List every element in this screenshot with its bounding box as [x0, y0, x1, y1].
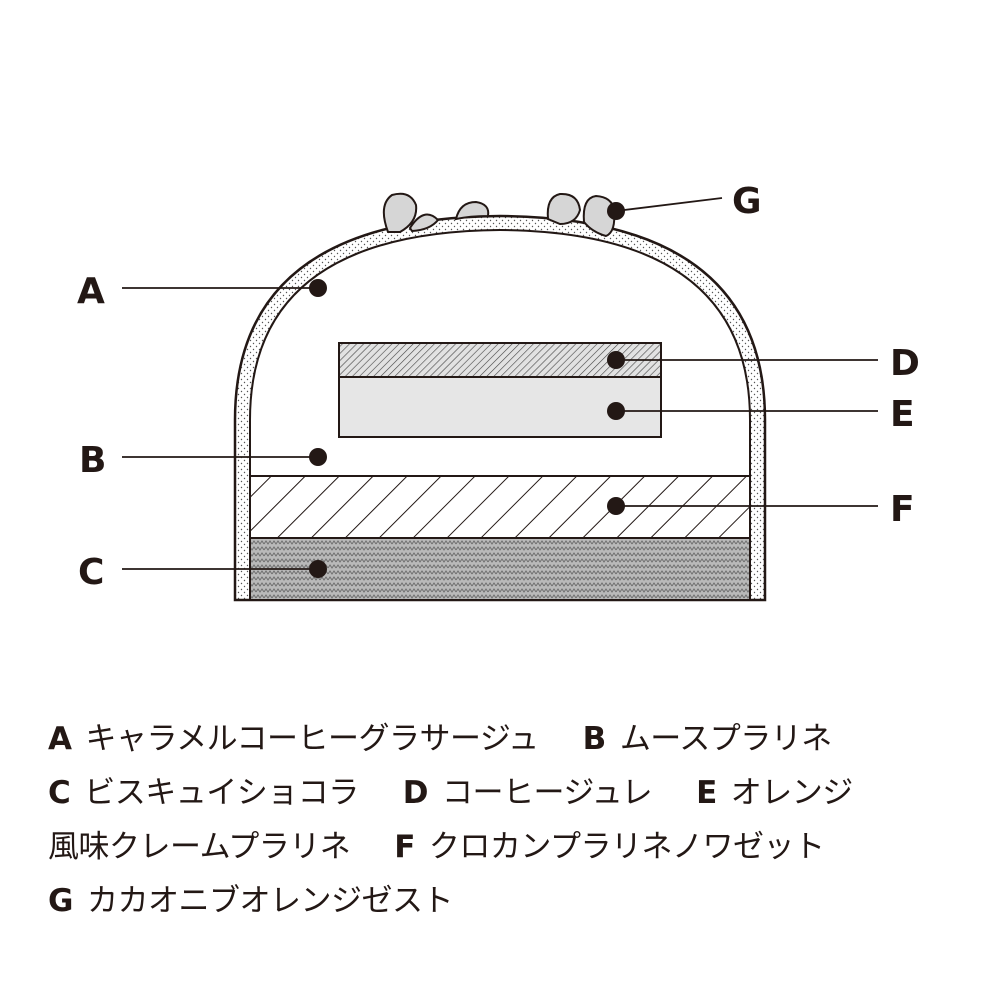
cream-layer-e	[338, 376, 662, 438]
marker-a	[309, 279, 327, 297]
legend-key-b: B	[582, 721, 607, 757]
callout-label-g: G	[732, 181, 762, 222]
legend-text-f: クロカンプラリネノワゼット	[428, 829, 825, 865]
biscuit-layer-c	[249, 537, 751, 601]
legend-key-g: G	[48, 883, 73, 919]
legend-key-c: C	[48, 775, 71, 811]
legend-text-e-line1: オレンジ	[730, 775, 854, 811]
legend-line-1: A キャラメルコーヒーグラサージュ B ムースプラリネ	[48, 712, 968, 766]
legend-key-f: F	[394, 829, 415, 865]
cake-cross-section-diagram: A B C D E F G	[77, 181, 920, 602]
marker-g	[607, 202, 625, 220]
legend-text-c: ビスキュイショコラ	[84, 775, 359, 811]
marker-d	[607, 351, 625, 369]
callout-label-e: E	[890, 394, 915, 435]
leader-lines	[122, 197, 878, 570]
callout-markers	[309, 202, 625, 578]
legend-key-a: A	[48, 721, 72, 757]
callout-label-a: A	[77, 271, 105, 312]
crunch-layer-f	[249, 475, 751, 539]
marker-c	[309, 560, 327, 578]
legend-line-4: G カカオニブオレンジゼスト	[48, 874, 968, 928]
legend-text-b: ムースプラリネ	[619, 721, 832, 757]
marker-e	[607, 402, 625, 420]
callout-label-b: B	[79, 440, 106, 481]
legend-key-e: E	[696, 775, 717, 811]
legend-line-2: C ビスキュイショコラ D コーヒージュレ E オレンジ	[48, 766, 968, 820]
callout-label-d: D	[890, 343, 920, 384]
legend-text-a: キャラメルコーヒーグラサージュ	[85, 721, 540, 757]
marker-b	[309, 448, 327, 466]
callout-label-c: C	[78, 552, 104, 593]
legend-key-d: D	[402, 775, 429, 811]
legend-line-3: 風味クレームプラリネ F クロカンプラリネノワゼット	[48, 820, 968, 874]
marker-f	[607, 497, 625, 515]
legend-text-d: コーヒージュレ	[442, 775, 653, 811]
legend: A キャラメルコーヒーグラサージュ B ムースプラリネ C ビスキュイショコラ D コーヒー…	[48, 712, 968, 928]
callout-label-f: F	[890, 489, 915, 530]
legend-text-g: カカオニブオレンジゼスト	[86, 883, 454, 919]
legend-text-e-line2: 風味クレームプラリネ	[48, 829, 351, 865]
